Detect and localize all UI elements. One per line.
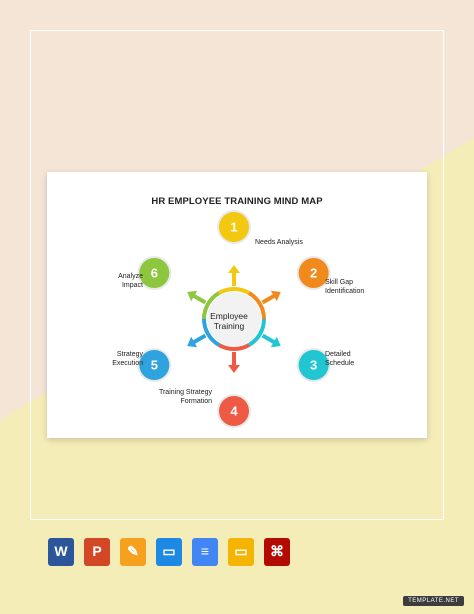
mind-map-diagram: 1 2 3 4 5 6 [137, 210, 331, 428]
arrow-head [187, 290, 198, 302]
center-node [207, 292, 261, 346]
center-ring-segment [202, 318, 221, 347]
center-ring-segment [247, 291, 266, 320]
node-number: 2 [310, 266, 317, 281]
node-number: 3 [310, 358, 317, 373]
pdf-icon[interactable]: ⌘ [264, 538, 290, 566]
powerpoint-icon-glyph: P [92, 543, 102, 559]
node-label-2: Skill Gap Identification [325, 279, 365, 295]
node-number: 4 [230, 404, 238, 419]
arrow-head [270, 336, 281, 348]
arrow-head [270, 290, 281, 302]
node-label-6: Analyze Impact [118, 273, 143, 289]
node-circle [298, 350, 329, 380]
node-label-5: Strategy Execution [112, 351, 143, 367]
arrow-shaft [261, 293, 276, 305]
google-slides-icon[interactable]: ▭ [228, 538, 254, 566]
node-number: 1 [230, 220, 237, 235]
word-icon[interactable]: W [48, 538, 74, 566]
watermark: TEMPLATE.NET [403, 596, 464, 606]
center-ring-segment [202, 291, 221, 320]
pdf-icon-glyph: ⌘ [270, 543, 284, 559]
center-ring-segment [247, 318, 266, 347]
node-circle [298, 258, 329, 288]
center-ring-segment [218, 287, 250, 295]
arrow-head [228, 365, 240, 373]
node-label-4: Training Strategy Formation [158, 389, 212, 405]
keynote-icon-glyph: ▭ [162, 543, 176, 559]
pages-icon[interactable]: ✎ [120, 538, 146, 566]
decorative-frame [30, 30, 444, 520]
arrow-shaft [192, 333, 207, 345]
google-slides-icon-glyph: ▭ [234, 543, 248, 559]
node-label-3: Detailed Schedule [325, 351, 355, 367]
diagram-title: HR EMPLOYEE TRAINING MIND MAP [151, 196, 323, 207]
google-docs-icon-glyph: ≡ [200, 543, 210, 559]
powerpoint-icon[interactable]: P [84, 538, 110, 566]
keynote-icon[interactable]: ▭ [156, 538, 182, 566]
arrow-shaft [261, 333, 276, 345]
word-icon-glyph: W [54, 543, 68, 559]
node-circle [139, 258, 170, 288]
node-number: 5 [151, 358, 158, 373]
node-circle [139, 350, 170, 380]
pages-icon-glyph: ✎ [127, 543, 139, 559]
center-ring-segment [218, 343, 250, 351]
node-circle [219, 396, 249, 426]
node-number: 6 [151, 266, 158, 281]
arrow-head [228, 265, 240, 273]
arrow-head [187, 336, 198, 348]
mind-map-card: HR EMPLOYEE TRAINING MIND MAP 1 2 3 4 5 6 Emp… [47, 172, 427, 438]
google-docs-icon[interactable]: ≡ [192, 538, 218, 566]
arrow-shaft [192, 293, 207, 305]
center-node-label: Employee Training [210, 311, 248, 331]
node-label-1: Needs Analysis [255, 239, 303, 246]
node-circle [219, 212, 249, 242]
